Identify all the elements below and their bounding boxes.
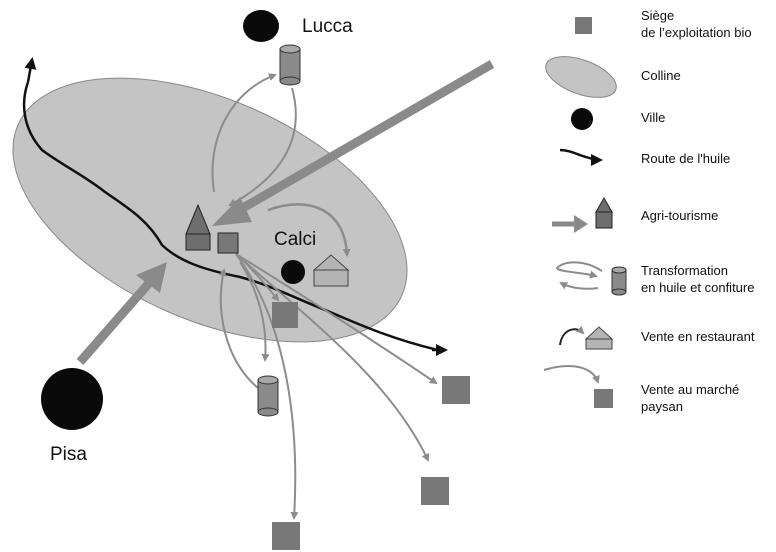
legend-label-agritourism: Agri-tourisme bbox=[641, 208, 718, 223]
cylinder-south bbox=[257, 375, 279, 417]
legend-label-transformation-line2: en huile et confiture bbox=[641, 280, 754, 295]
legend-label-siege-line1: Siège bbox=[641, 8, 674, 23]
restaurant-arrow bbox=[267, 203, 351, 257]
market-square-east bbox=[442, 376, 470, 404]
city-label-pisa: Pisa bbox=[50, 444, 87, 465]
agritourism-arrow-from-northeast bbox=[233, 60, 495, 216]
city-pisa bbox=[41, 368, 103, 430]
legend-symbol-transformation-arrow-back bbox=[559, 282, 599, 290]
legend-symbol-market-arrow bbox=[543, 365, 600, 384]
legend-symbol-ville bbox=[571, 108, 593, 130]
legend-symbol-restaurant-house bbox=[584, 326, 614, 350]
farm-headquarters-square bbox=[217, 232, 239, 254]
legend-label-ville: Ville bbox=[641, 110, 665, 125]
agritourism-arrowhead-pisa bbox=[136, 262, 167, 293]
oil-road-line bbox=[22, 81, 439, 352]
legend-symbol-agritourism-arrowhead bbox=[574, 215, 588, 233]
legend-symbol-market-square bbox=[594, 389, 613, 408]
agritourism-arrow-from-pisa bbox=[76, 279, 154, 365]
restaurant-house bbox=[312, 254, 350, 287]
market-square-near bbox=[272, 302, 298, 328]
market-arrow-southeast bbox=[235, 253, 430, 462]
transformation-arrow-to-south-cylinder bbox=[239, 261, 270, 362]
agritourism-house bbox=[185, 203, 211, 251]
oil-road-start-arrow bbox=[24, 57, 37, 83]
city-calci bbox=[281, 260, 305, 284]
legend-symbol-agritourism-house bbox=[595, 196, 613, 229]
legend-symbol-route bbox=[559, 148, 603, 166]
legend-symbol-siege bbox=[575, 17, 592, 34]
legend-label-siege-line2: de l’exploitation bio bbox=[641, 25, 752, 40]
transformation-arrow-from-south-cylinder bbox=[218, 268, 259, 389]
market-square-south bbox=[272, 522, 300, 550]
city-label-calci: Calci bbox=[274, 229, 316, 250]
legend-symbol-transformation-arrow-out bbox=[555, 261, 603, 279]
legend-label-colline: Colline bbox=[641, 68, 681, 83]
agritourism-arrowhead-northeast bbox=[212, 197, 252, 226]
transformation-arrow-from-lucca-cylinder bbox=[228, 87, 297, 206]
legend: Siège de l’exploitation bio Colline Vill… bbox=[543, 8, 755, 414]
legend-label-restaurant: Vente en restaurant bbox=[641, 329, 755, 344]
legend-label-market-line1: Vente au marché bbox=[641, 382, 739, 397]
market-arrow-east bbox=[235, 253, 438, 385]
cylinder-lucca bbox=[279, 44, 301, 86]
legend-symbol-restaurant-arrow bbox=[559, 325, 585, 346]
legend-symbol-colline bbox=[545, 56, 617, 98]
legend-label-route: Route de l'huile bbox=[641, 151, 730, 166]
market-arrow-south bbox=[235, 253, 299, 520]
legend-symbol-transformation-cylinder bbox=[611, 266, 627, 296]
market-square-southeast bbox=[421, 477, 449, 505]
city-label-lucca: Lucca bbox=[302, 16, 353, 37]
legend-label-market-line2: paysan bbox=[641, 399, 683, 414]
city-lucca bbox=[243, 10, 279, 42]
transformation-arrow-to-lucca-cylinder bbox=[211, 73, 277, 193]
legend-label-transformation-line1: Transformation bbox=[641, 263, 728, 278]
hill-ellipse bbox=[12, 77, 408, 343]
